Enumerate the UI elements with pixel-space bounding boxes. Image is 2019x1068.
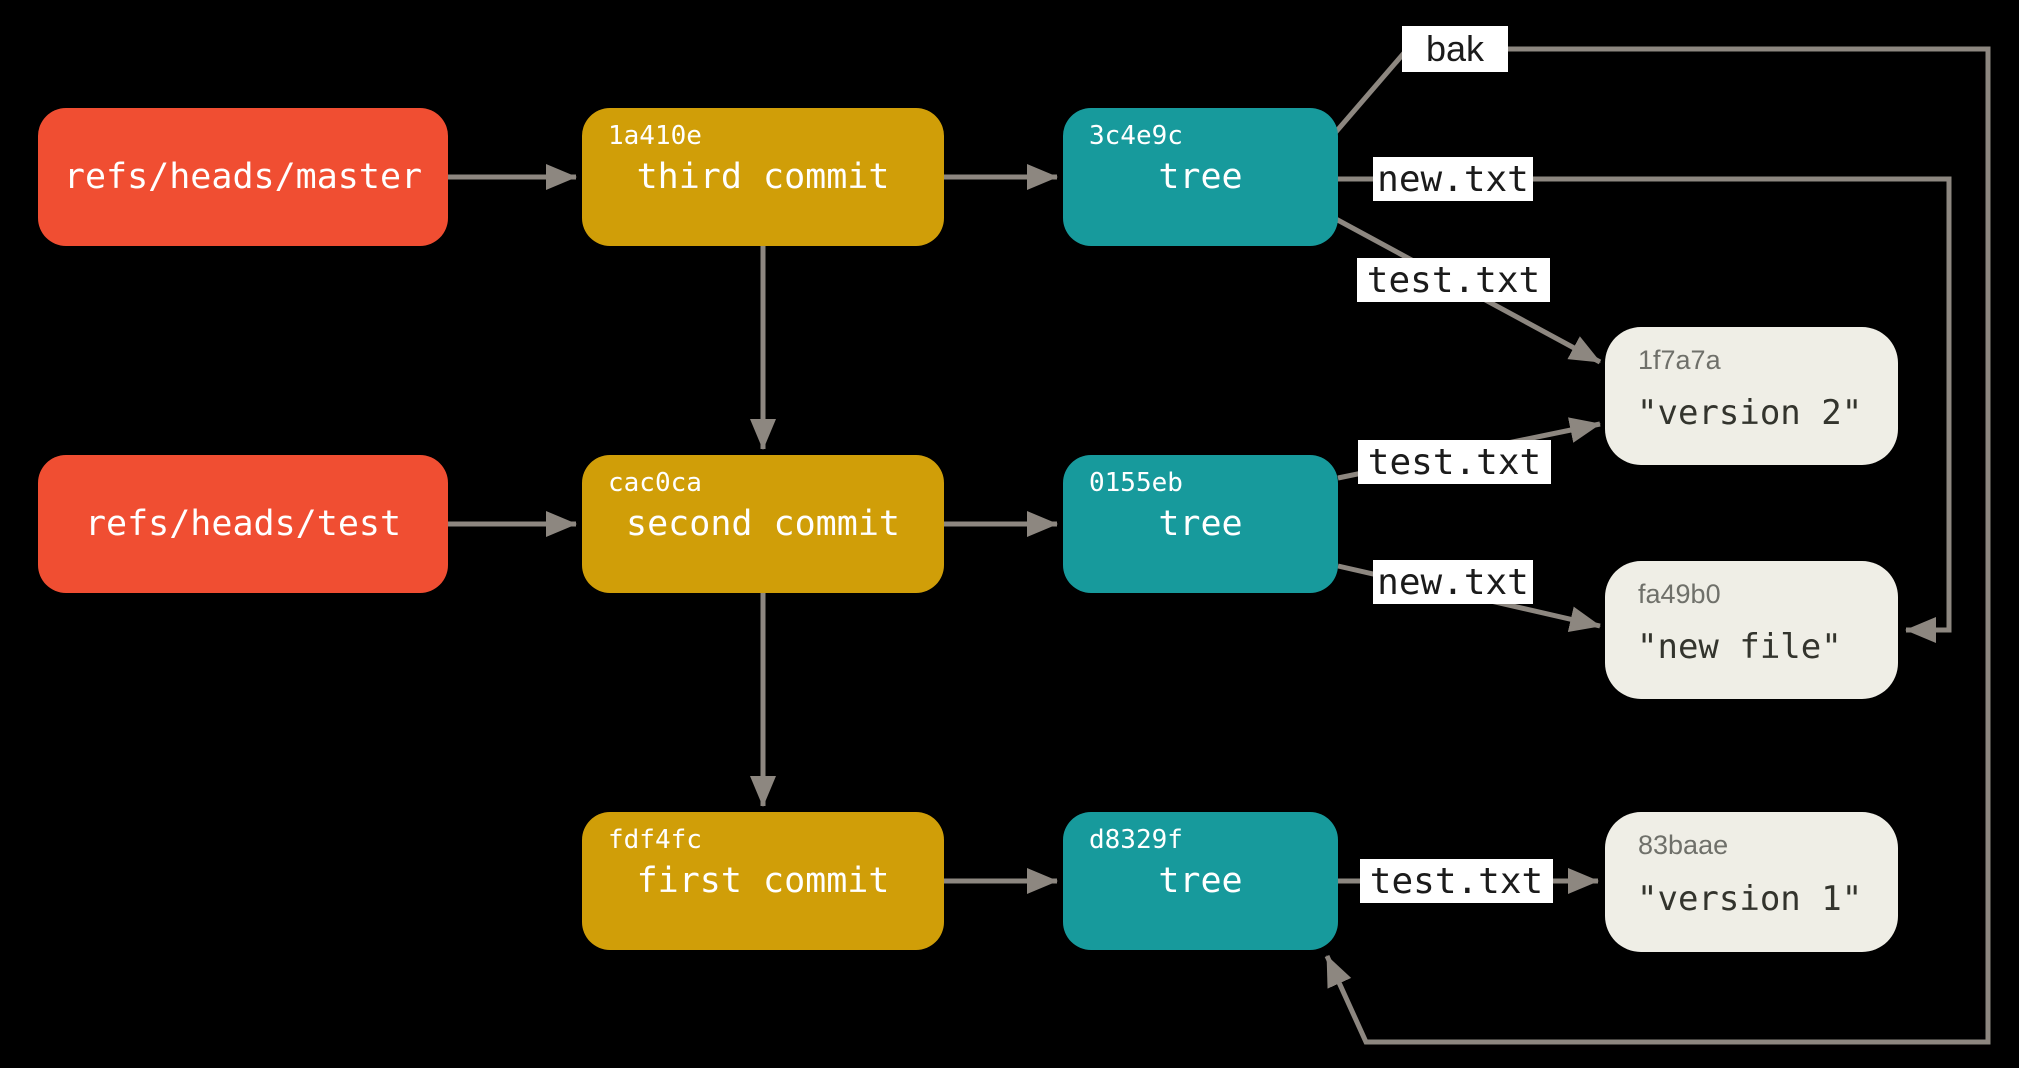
tree-label: tree xyxy=(1158,157,1243,197)
node-ref-master: refs/heads/master xyxy=(38,108,448,246)
node-blob-version-1: 83baae "version 1" xyxy=(1605,812,1898,952)
blob-hash: 83baae xyxy=(1638,830,1729,860)
blob-label: "version 1" xyxy=(1637,879,1863,919)
node-commit-first: fdf4fc first commit xyxy=(582,812,944,950)
edge-label-bak: bak xyxy=(1402,26,1508,72)
commit-label: second commit xyxy=(626,504,900,544)
node-tree-d8329f: d8329f tree xyxy=(1063,812,1338,950)
edge-tree1-newtxt-to-newfile-blob xyxy=(1338,176,1952,643)
commit-hash: fdf4fc xyxy=(608,825,702,855)
commit-label: third commit xyxy=(636,157,890,197)
edge-label-test-txt-2: test.txt xyxy=(1358,440,1551,484)
node-commit-third: 1a410e third commit xyxy=(582,108,944,246)
edge-tree1-to-bak-label xyxy=(1333,51,1406,135)
edge-label-new-txt-2: new.txt xyxy=(1373,560,1533,604)
tree-hash: 0155eb xyxy=(1089,468,1183,498)
node-blob-version-2: 1f7a7a "version 2" xyxy=(1605,327,1898,465)
edge-label-new-txt-1: new.txt xyxy=(1373,157,1533,201)
commit-label: first commit xyxy=(636,861,890,901)
node-tree-0155eb: 0155eb tree xyxy=(1063,455,1338,593)
blob-label: "new file" xyxy=(1637,627,1842,667)
commit-hash: 1a410e xyxy=(608,121,702,151)
ref-label: refs/heads/test xyxy=(84,504,402,544)
tree-label: tree xyxy=(1158,504,1243,544)
node-ref-test: refs/heads/test xyxy=(38,455,448,593)
node-blob-new-file: fa49b0 "new file" xyxy=(1605,561,1898,699)
ref-label: refs/heads/master xyxy=(63,157,423,197)
commit-hash: cac0ca xyxy=(608,468,702,498)
edge-label-test-txt-1: test.txt xyxy=(1357,258,1550,302)
blob-label: "version 2" xyxy=(1637,393,1863,433)
tree-hash: d8329f xyxy=(1089,825,1183,855)
blob-hash: 1f7a7a xyxy=(1638,345,1721,375)
tree-label: tree xyxy=(1158,861,1243,901)
node-tree-3c4e9c: 3c4e9c tree xyxy=(1063,108,1338,246)
blob-hash: fa49b0 xyxy=(1638,579,1721,609)
tree-hash: 3c4e9c xyxy=(1089,121,1183,151)
edge-bak-to-tree3 xyxy=(1324,46,1991,1045)
edge-label-test-txt-3: test.txt xyxy=(1360,859,1553,903)
node-commit-second: cac0ca second commit xyxy=(582,455,944,593)
